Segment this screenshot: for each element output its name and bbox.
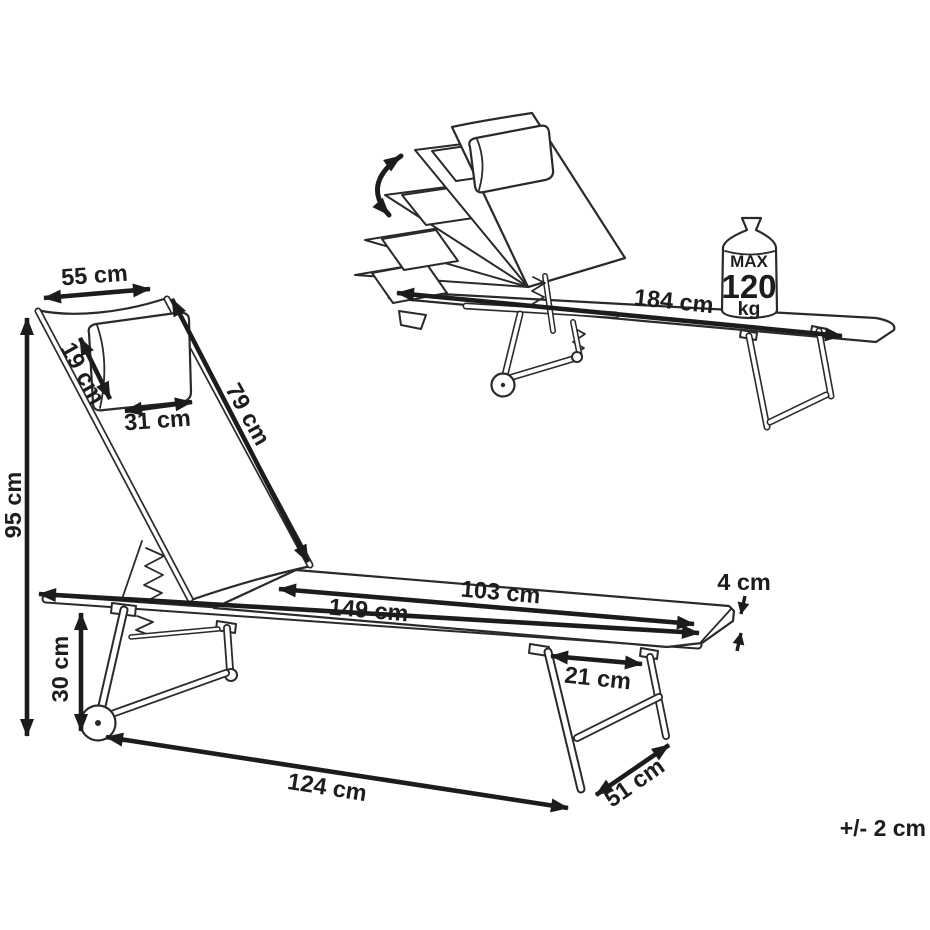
dimension-annotations: 55 cm 95 cm 19 cm 31 cm 79 cm 103 cm	[0, 260, 771, 813]
dim-overall-height: 95 cm	[0, 317, 34, 737]
tolerance-note: +/- 2 cm	[840, 815, 926, 841]
max-load-unit: kg	[738, 298, 761, 320]
max-load-weight-icon: MAX 120 kg	[720, 216, 779, 320]
dim-fabric-thickness: 4 cm	[717, 569, 771, 652]
dim-seat-height: 30 cm	[47, 612, 88, 732]
dim-label: 95 cm	[0, 472, 26, 539]
dim-arrow	[38, 588, 700, 639]
wheel-icon	[490, 372, 516, 398]
dim-label: 51 cm	[600, 753, 670, 813]
recline-backrest-art	[450, 111, 627, 289]
dim-frame-length: 149 cm	[38, 588, 700, 639]
recline-legs-art	[490, 273, 835, 431]
dim-arrow	[594, 743, 671, 797]
dim-arrow	[732, 632, 745, 652]
dim-head-width: 55 cm	[43, 260, 151, 304]
recline-view: MAX 120 kg 184 cm	[354, 111, 896, 431]
dim-arrow	[105, 732, 569, 813]
dim-arrow	[77, 336, 113, 401]
dim-label: 31 cm	[123, 405, 191, 436]
dim-arrow	[737, 595, 750, 615]
rear-foot-cap	[571, 351, 583, 363]
main-view: 55 cm 95 cm 19 cm 31 cm 79 cm 103 cm	[0, 260, 771, 813]
dim-arrow	[169, 297, 311, 564]
dim-leg-inset: 21 cm	[550, 650, 643, 695]
dim-label: 55 cm	[60, 260, 128, 291]
dim-label: 21 cm	[563, 662, 632, 695]
dim-label: 30 cm	[47, 636, 73, 703]
ratchet-mechanism-art	[121, 540, 165, 637]
dim-label: 4 cm	[717, 569, 771, 595]
dim-arrow	[43, 283, 151, 304]
dim-arrow	[550, 650, 643, 670]
dim-base-length: 124 cm	[105, 732, 569, 813]
dim-overall-width: 51 cm	[594, 743, 671, 813]
max-load-label: MAX	[730, 252, 768, 271]
dim-arrow	[396, 287, 843, 342]
recline-adjust-arrow-icon	[372, 153, 404, 218]
wheel-icon	[79, 704, 117, 742]
